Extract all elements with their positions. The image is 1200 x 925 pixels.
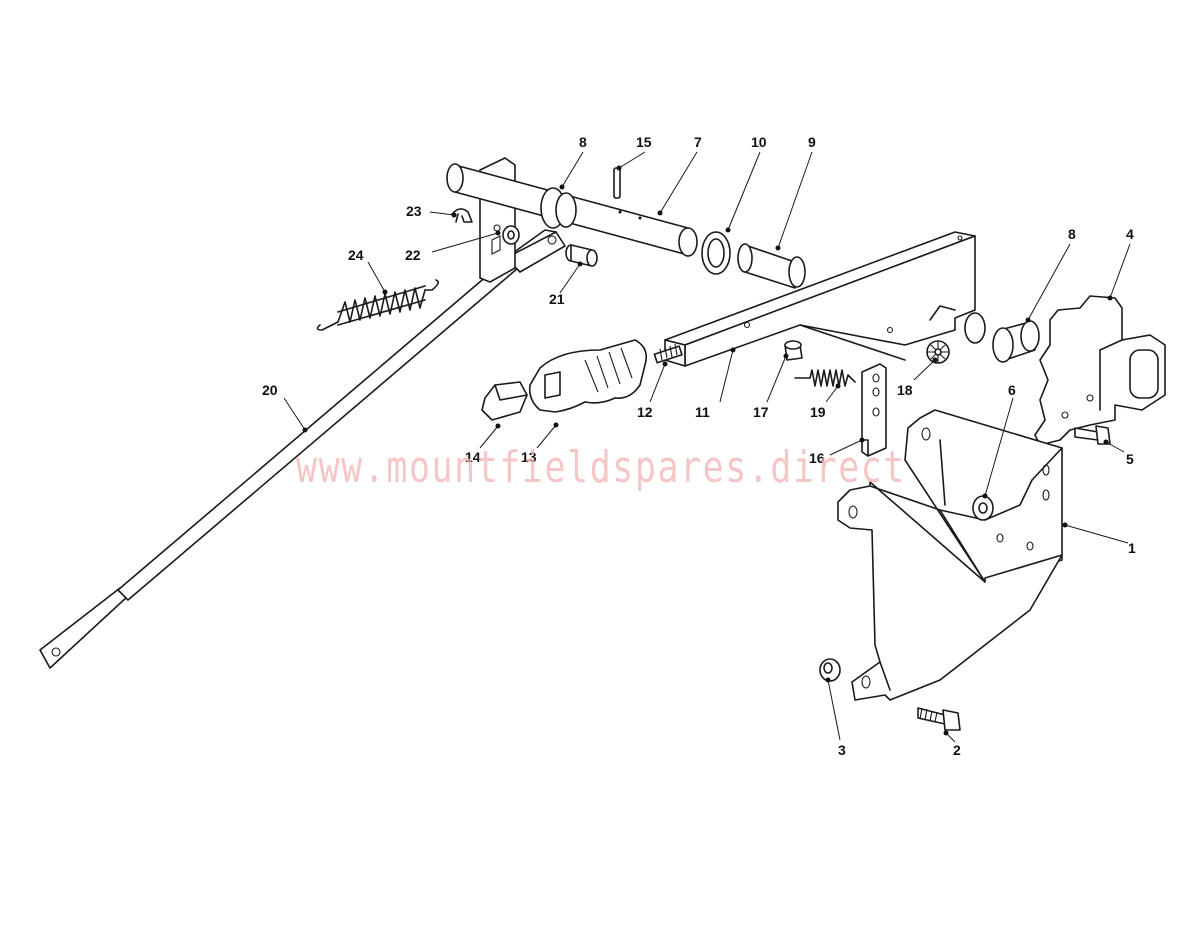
- callout-3: 3: [838, 742, 846, 758]
- part-3-nut: [819, 658, 841, 682]
- callout-20: 20: [262, 382, 278, 398]
- callout-8-left: 8: [579, 134, 587, 150]
- callout-14: 14: [465, 449, 481, 465]
- part-21-clevis-pin: [565, 244, 598, 267]
- callout-1: 1: [1128, 540, 1136, 556]
- part-8-bush-left: [540, 187, 577, 229]
- callout-24: 24: [348, 247, 364, 263]
- leader-lines: [283, 151, 1131, 743]
- callout-10: 10: [751, 134, 767, 150]
- part-20-lever-rod: [39, 229, 566, 669]
- part-18-star-washer: [926, 340, 950, 364]
- callout-17: 17: [753, 404, 769, 420]
- part-16-bracket: [861, 363, 887, 457]
- callout-23: 23: [406, 203, 422, 219]
- callout-labels: 1 2 3 4 5 6 7 8 8 9 10 11 12 13 14 15 16…: [262, 134, 1136, 758]
- part-23-clip: [451, 208, 473, 223]
- part-9-sleeve: [737, 243, 806, 289]
- callout-5: 5: [1126, 451, 1134, 467]
- part-12-stud: [653, 343, 683, 364]
- callout-8-right: 8: [1068, 226, 1076, 242]
- part-15-pin: [613, 167, 621, 199]
- part-10-washer: [701, 231, 731, 275]
- callout-2: 2: [953, 742, 961, 758]
- callout-6: 6: [1008, 382, 1016, 398]
- part-19-small-spring: [794, 369, 856, 387]
- part-6-nut: [972, 495, 994, 521]
- callout-13: 13: [521, 449, 537, 465]
- watermark-text: www.mountfieldspares.direct: [296, 442, 906, 493]
- part-2-bolt: [917, 707, 961, 731]
- callout-22: 22: [405, 247, 421, 263]
- callout-16: 16: [809, 450, 825, 466]
- callout-19: 19: [810, 404, 826, 420]
- callout-12: 12: [637, 404, 653, 420]
- callout-9: 9: [808, 134, 816, 150]
- callout-4: 4: [1126, 226, 1134, 242]
- part-24-spring: [316, 279, 440, 331]
- part-4-side-plate: [1034, 295, 1166, 446]
- part-8-bush-right: [964, 312, 1040, 363]
- callout-7: 7: [694, 134, 702, 150]
- part-14-pedal-cap: [481, 381, 528, 421]
- callout-11: 11: [695, 404, 710, 420]
- callout-15: 15: [636, 134, 652, 150]
- callout-18: 18: [897, 382, 913, 398]
- callout-21: 21: [549, 291, 565, 307]
- part-13-pedal-rubber: [528, 339, 648, 413]
- part-22-washer: [502, 225, 520, 245]
